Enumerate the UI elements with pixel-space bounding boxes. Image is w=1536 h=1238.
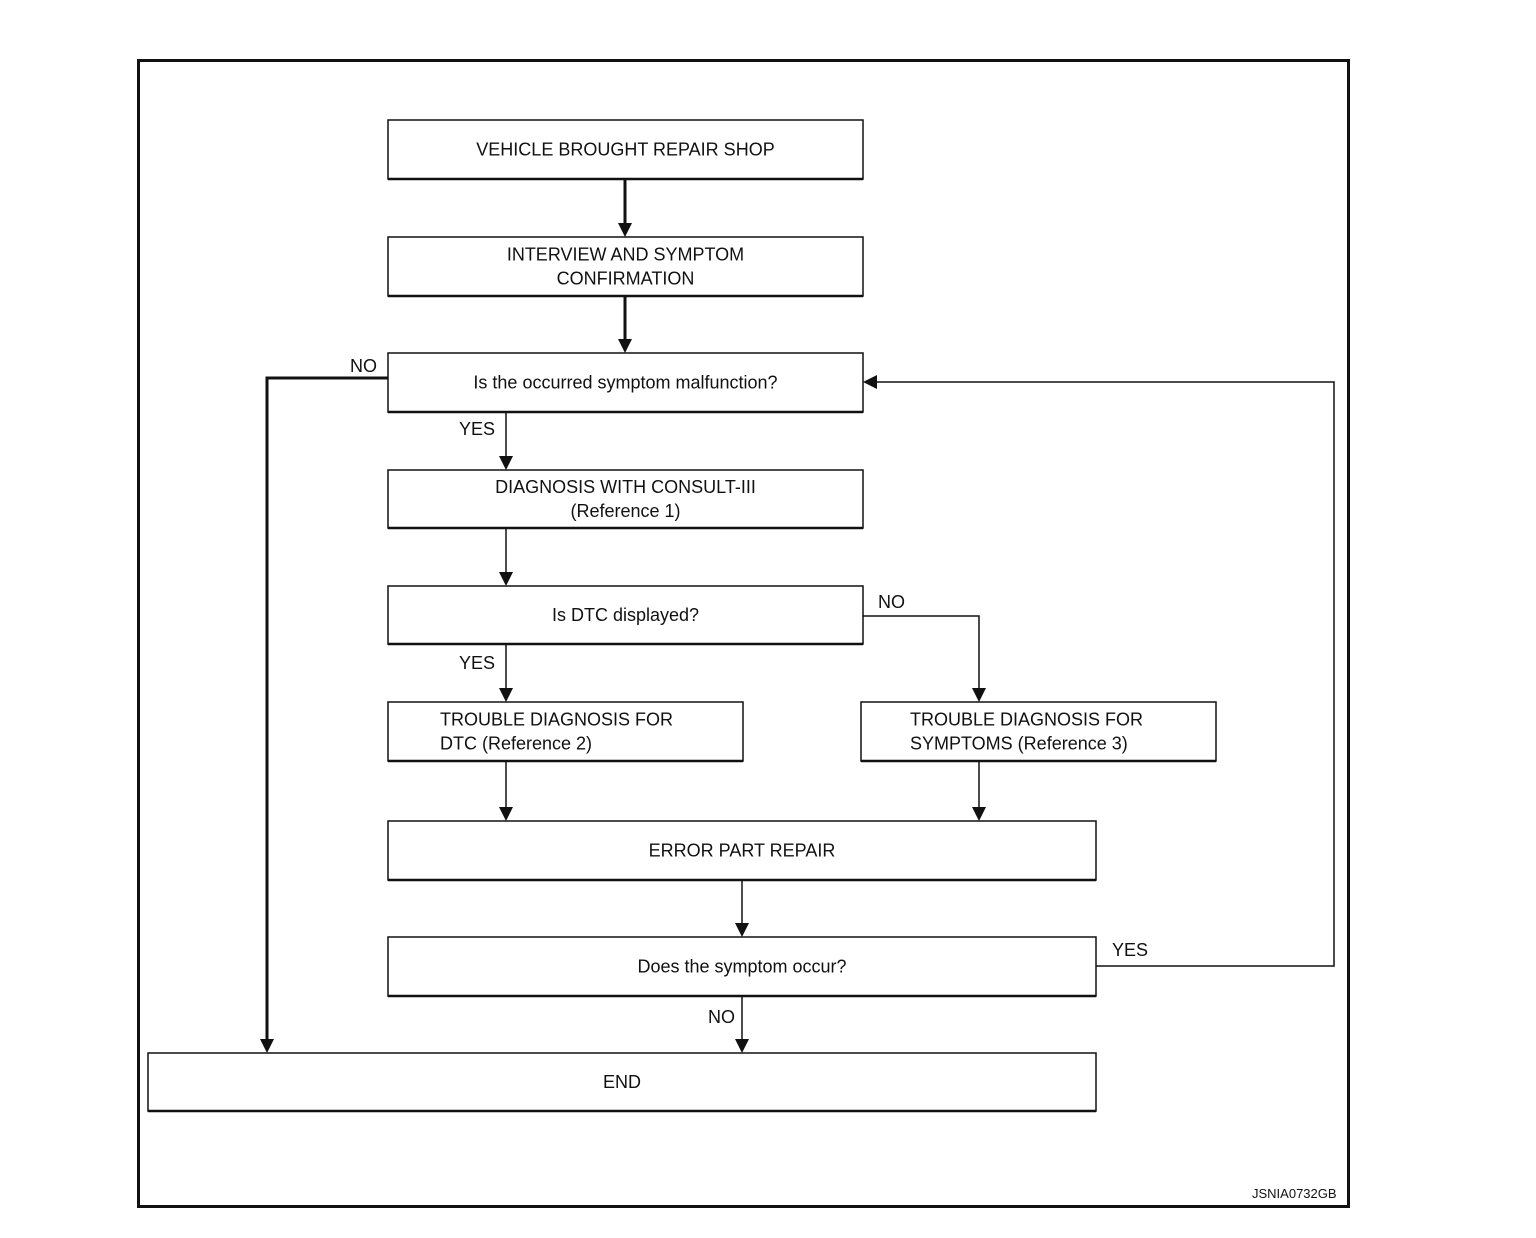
edge-label: NO xyxy=(350,356,377,376)
edge-symptom-occur-to-end: NO xyxy=(708,996,749,1053)
node-dtc-displayed: Is DTC displayed? xyxy=(387,585,864,646)
edge-occurred-malfunction-to-diagnosis-consult: YES xyxy=(459,412,513,470)
edge-line xyxy=(265,376,388,1043)
edge-label: YES xyxy=(459,653,495,673)
arrowhead xyxy=(618,223,632,237)
node-label: TROUBLE DIAGNOSIS FOR xyxy=(910,710,1143,730)
node-box xyxy=(387,469,864,529)
arrowhead xyxy=(863,375,877,389)
edge-label: YES xyxy=(1112,940,1148,960)
node-label: ERROR PART REPAIR xyxy=(649,841,836,861)
node-label: Is DTC displayed? xyxy=(552,605,699,625)
diagram-frame xyxy=(137,59,1350,1208)
arrowhead xyxy=(972,807,986,821)
arrowhead xyxy=(499,688,513,702)
node-symptom-occur: Does the symptom occur? xyxy=(387,936,1097,998)
edge-label: NO xyxy=(708,1007,735,1027)
node-box xyxy=(387,585,864,645)
node-label: VEHICLE BROUGHT REPAIR SHOP xyxy=(476,140,774,160)
arrowhead xyxy=(499,572,513,586)
arrowhead xyxy=(735,1039,749,1053)
node-box xyxy=(387,352,864,413)
node-trouble-dtc: TROUBLE DIAGNOSIS FOR DTC (Reference 2) xyxy=(387,701,744,763)
node-label: END xyxy=(603,1072,641,1092)
node-error-part-repair: ERROR PART REPAIR xyxy=(387,820,1097,882)
edge-error-part-repair-to-symptom-occur xyxy=(735,880,749,937)
edge-line xyxy=(873,381,1335,967)
node-label: INTERVIEW AND SYMPTOM xyxy=(507,245,744,265)
node-box xyxy=(387,701,744,762)
edge-occurred-malfunction-to-end: NO xyxy=(260,356,388,1053)
edge-diagnosis-consult-to-dtc-displayed xyxy=(499,528,513,586)
node-interview: INTERVIEW AND SYMPTOM CONFIRMATION xyxy=(387,236,864,298)
node-label: DIAGNOSIS WITH CONSULT-III xyxy=(495,477,756,497)
node-diagnosis-consult: DIAGNOSIS WITH CONSULT-III (Reference 1) xyxy=(387,469,864,530)
edge-vehicle-brought-to-interview xyxy=(618,179,632,237)
node-box xyxy=(387,119,864,180)
node-box xyxy=(860,701,1217,762)
node-trouble-symptoms: TROUBLE DIAGNOSIS FOR SYMPTOMS (Reference… xyxy=(860,701,1217,763)
edge-symptom-occur-to-occurred-malfunction: YES xyxy=(863,375,1335,967)
edge-line xyxy=(863,615,980,692)
nodes-layer: VEHICLE BROUGHT REPAIR SHOP INTERVIEW AND… xyxy=(147,119,1217,1113)
node-label: TROUBLE DIAGNOSIS FOR xyxy=(440,710,673,730)
arrowhead xyxy=(735,923,749,937)
edge-trouble-symptoms-to-error-part-repair xyxy=(972,761,986,821)
node-label: Does the symptom occur? xyxy=(637,957,846,977)
edge-interview-to-occurred-malfunction xyxy=(618,296,632,353)
edge-dtc-displayed-to-trouble-symptoms: NO xyxy=(863,592,986,702)
arrowhead xyxy=(499,807,513,821)
node-label: (Reference 1) xyxy=(570,501,680,521)
figure-id: JSNIA0732GB xyxy=(1252,1186,1337,1201)
node-label: Is the occurred symptom malfunction? xyxy=(473,373,777,393)
edge-trouble-dtc-to-error-part-repair xyxy=(499,761,513,821)
node-end: END xyxy=(147,1052,1097,1113)
node-occurred-malfunction: Is the occurred symptom malfunction? xyxy=(387,352,864,414)
edge-label: YES xyxy=(459,419,495,439)
arrowhead xyxy=(972,688,986,702)
node-label: CONFIRMATION xyxy=(557,269,695,289)
edge-dtc-displayed-to-trouble-dtc: YES xyxy=(459,644,513,702)
arrowhead xyxy=(260,1039,274,1053)
arrowhead xyxy=(618,339,632,353)
node-label: SYMPTOMS (Reference 3) xyxy=(910,734,1128,754)
node-vehicle-brought: VEHICLE BROUGHT REPAIR SHOP xyxy=(387,119,864,181)
arrowhead xyxy=(499,456,513,470)
node-label: DTC (Reference 2) xyxy=(440,734,592,754)
edges-layer: NO YES NO YES YES NO xyxy=(260,179,1335,1053)
node-box xyxy=(387,936,1097,997)
edge-label: NO xyxy=(878,592,905,612)
